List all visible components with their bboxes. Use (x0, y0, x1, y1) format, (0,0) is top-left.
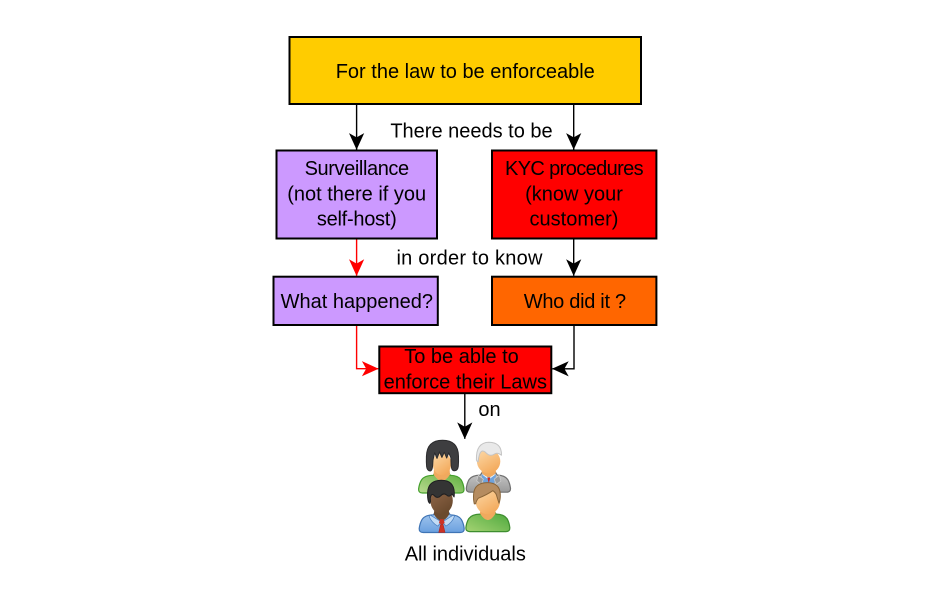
svg-text:on: on (478, 399, 500, 421)
svg-text:enforce their Laws: enforce their Laws (384, 371, 547, 393)
svg-text:What happened?: What happened? (281, 291, 433, 313)
svg-text:(not there if you: (not there if you (287, 183, 426, 205)
svg-text:Who did it ?: Who did it ? (524, 291, 626, 313)
svg-text:For the law to be enforceable: For the law to be enforceable (336, 61, 595, 83)
svg-text:(know your: (know your (525, 183, 623, 205)
svg-text:in order to know: in order to know (396, 248, 543, 270)
svg-text:Surveillance: Surveillance (305, 158, 409, 180)
svg-text:There needs to be: There needs to be (390, 120, 552, 142)
svg-text:To be able to: To be able to (404, 346, 519, 368)
svg-text:self-host): self-host) (317, 209, 397, 231)
svg-text:KYC procedures: KYC procedures (505, 158, 644, 180)
svg-text:customer): customer) (530, 209, 619, 231)
svg-text:All individuals: All individuals (405, 544, 526, 566)
